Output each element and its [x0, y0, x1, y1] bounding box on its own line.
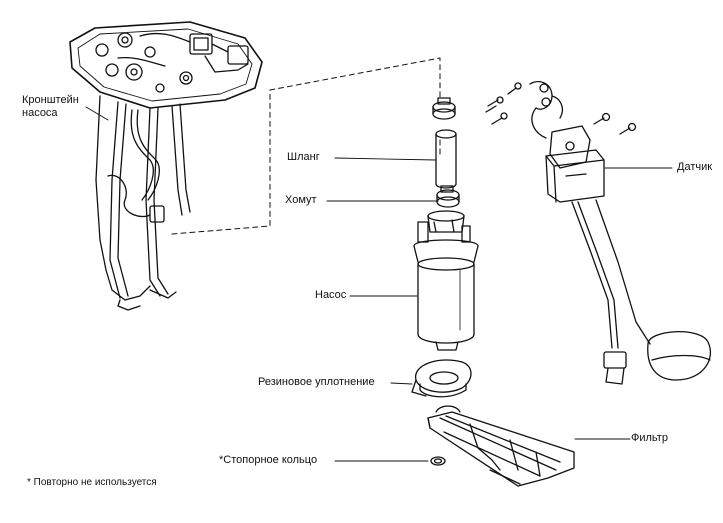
fuel-filter	[427, 405, 575, 487]
label-lock-ring: *Стопорное кольцо	[219, 454, 318, 466]
label-filter: Фильтр	[631, 432, 668, 444]
label-clamp: Хомут	[285, 194, 317, 206]
label-bracket-line1: Кронштейн	[22, 94, 79, 106]
rubber-seal	[411, 359, 472, 398]
fuel-pump	[413, 210, 479, 351]
lock-ring	[430, 456, 446, 466]
label-hose: Шланг	[287, 151, 320, 163]
footnote: * Повторно не используется	[27, 477, 157, 488]
fuel-level-sensor	[485, 81, 712, 385]
pump-bracket	[69, 21, 263, 311]
leader-lines	[85, 106, 673, 462]
label-sensor: Датчик	[677, 161, 713, 173]
dashed-guide-lines	[171, 57, 441, 235]
label-rubber-seal: Резиновое уплотнение	[258, 376, 375, 388]
label-bracket-line2: насоса	[22, 107, 58, 119]
clamp-lower	[436, 185, 460, 208]
label-pump: Насос	[315, 289, 347, 301]
hose	[435, 129, 457, 189]
clamp-top	[432, 97, 456, 120]
